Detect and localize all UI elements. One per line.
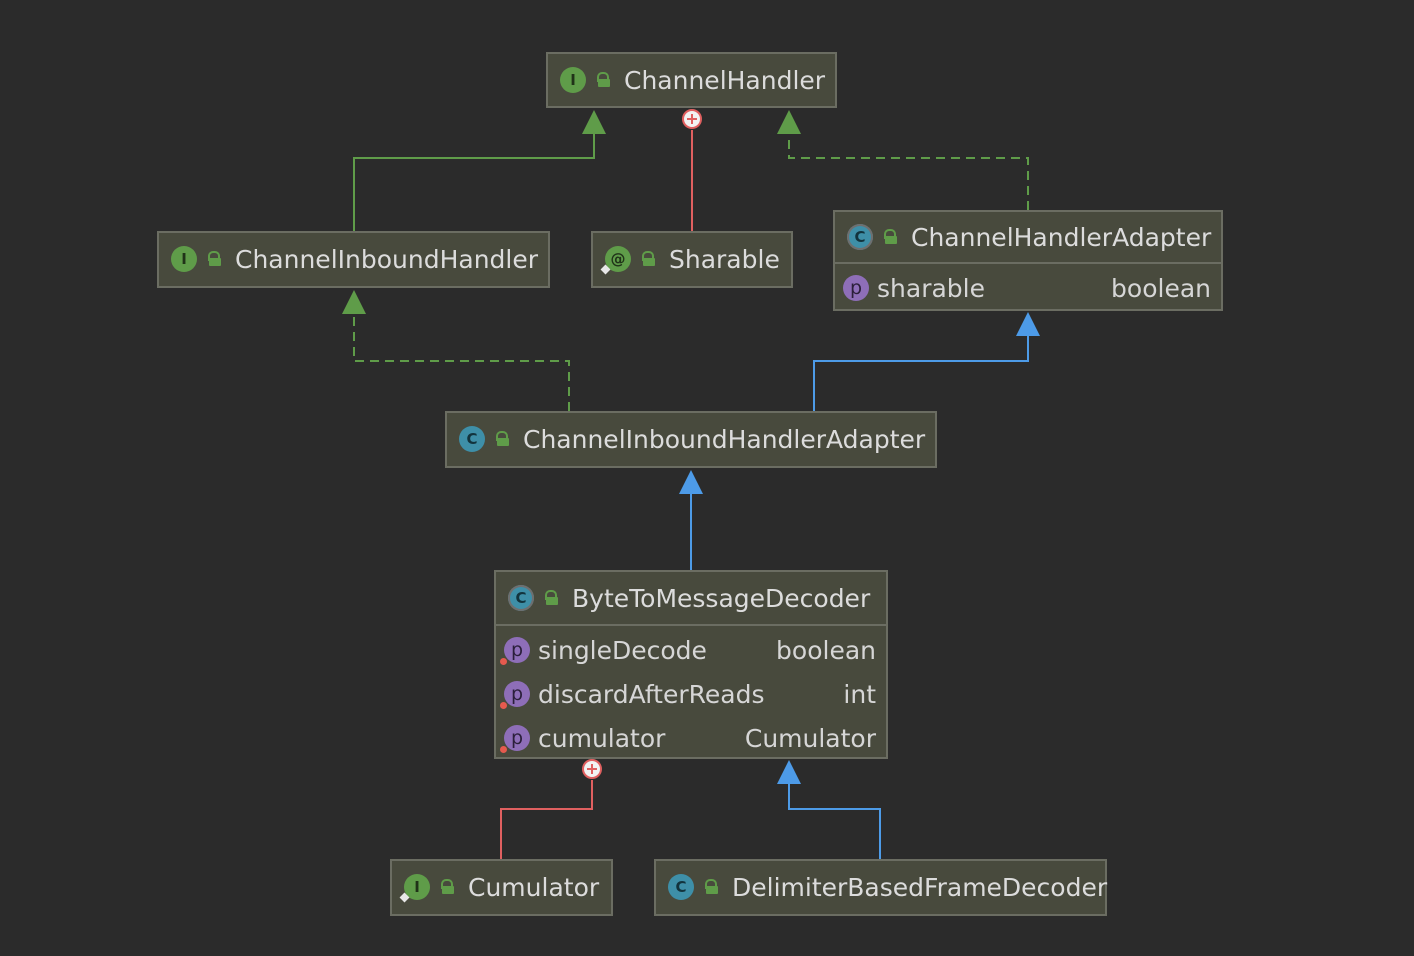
public-lock-icon xyxy=(495,431,509,447)
node-byte-to-message-decoder[interactable]: C ByteToMessageDecoder p singleDecode bo… xyxy=(494,570,888,759)
field-list: p singleDecode boolean p discardAfterRea… xyxy=(496,624,886,760)
static-marker-icon xyxy=(600,264,611,275)
field-list: p sharable boolean xyxy=(835,262,1221,310)
public-lock-icon xyxy=(544,590,558,606)
edge-inbound-adapter-to-handler-adapter xyxy=(813,334,1029,411)
field-row[interactable]: p singleDecode boolean xyxy=(496,628,886,672)
interface-icon: I xyxy=(171,246,197,272)
public-lock-icon xyxy=(641,251,655,267)
abstract-class-icon: C xyxy=(847,224,873,250)
private-marker-icon xyxy=(500,702,507,709)
public-lock-icon xyxy=(440,879,454,895)
property-icon: p xyxy=(843,275,869,301)
node-delimiter-based-frame-decoder[interactable]: C DelimiterBasedFrameDecoder xyxy=(654,859,1107,916)
arrowhead-decoder-to-inbound-adapter xyxy=(679,470,703,494)
node-title: Cumulator xyxy=(468,872,600,902)
inner-class-marker-decoder xyxy=(582,759,602,779)
field-row[interactable]: p sharable boolean xyxy=(835,266,1221,310)
property-icon: p xyxy=(500,725,530,753)
private-marker-icon xyxy=(500,658,507,665)
node-title: ChannelInboundHandlerAdapter xyxy=(523,424,926,454)
node-channel-inbound-handler-adapter[interactable]: C ChannelInboundHandlerAdapter xyxy=(445,411,937,468)
arrowhead-inbound-adapter-to-inbound-handler xyxy=(342,290,366,314)
public-lock-icon xyxy=(596,72,610,88)
node-channel-inbound-handler[interactable]: I ChannelInboundHandler xyxy=(157,231,550,288)
public-lock-icon xyxy=(883,229,897,245)
node-title: Sharable xyxy=(669,244,780,274)
field-type: boolean xyxy=(1111,273,1211,303)
field-name: cumulator xyxy=(538,723,666,753)
node-title: ByteToMessageDecoder xyxy=(572,583,871,613)
inner-class-marker-handler xyxy=(682,109,702,129)
node-channel-handler-adapter[interactable]: C ChannelHandlerAdapter p sharable boole… xyxy=(833,210,1223,311)
edge-inbound-adapter-to-inbound-handler xyxy=(353,312,570,411)
arrowhead-delimiter-to-decoder xyxy=(777,760,801,784)
class-icon: C xyxy=(459,426,485,452)
node-title: DelimiterBasedFrameDecoder xyxy=(732,872,1108,902)
class-icon: C xyxy=(668,874,694,900)
private-marker-icon xyxy=(500,746,507,753)
edge-delimiter-to-decoder xyxy=(788,782,881,859)
field-name: discardAfterReads xyxy=(538,679,765,709)
arrowhead-inbound-adapter-to-handler-adapter xyxy=(1016,312,1040,336)
edge-cumulator-to-decoder xyxy=(500,780,593,859)
node-title: ChannelInboundHandler xyxy=(235,244,539,274)
interface-icon: I xyxy=(560,67,586,93)
arrowhead-handler-adapter-to-handler xyxy=(777,110,801,134)
static-marker-icon xyxy=(399,892,410,903)
edge-inbound-handler-to-handler xyxy=(353,132,595,231)
public-lock-icon xyxy=(207,251,221,267)
node-title: ChannelHandlerAdapter xyxy=(911,222,1212,252)
property-icon: p xyxy=(500,637,530,665)
node-sharable[interactable]: @ Sharable xyxy=(591,231,793,288)
field-name: sharable xyxy=(877,273,985,303)
field-type: boolean xyxy=(776,635,876,665)
node-channel-handler[interactable]: I ChannelHandler xyxy=(546,52,837,108)
edge-handler-adapter-to-handler xyxy=(788,132,1029,210)
field-type: int xyxy=(843,679,876,709)
public-lock-icon xyxy=(704,879,718,895)
field-row[interactable]: p discardAfterReads int xyxy=(496,672,886,716)
interface-icon: I xyxy=(399,874,430,903)
field-name: singleDecode xyxy=(538,635,707,665)
arrowhead-inbound-handler-to-handler xyxy=(582,110,606,134)
abstract-class-icon: C xyxy=(508,585,534,611)
annotation-icon: @ xyxy=(600,246,631,275)
field-row[interactable]: p cumulator Cumulator xyxy=(496,716,886,760)
field-type: Cumulator xyxy=(744,723,876,753)
property-icon: p xyxy=(500,681,530,709)
node-cumulator[interactable]: I Cumulator xyxy=(390,859,613,916)
node-title: ChannelHandler xyxy=(624,65,826,95)
